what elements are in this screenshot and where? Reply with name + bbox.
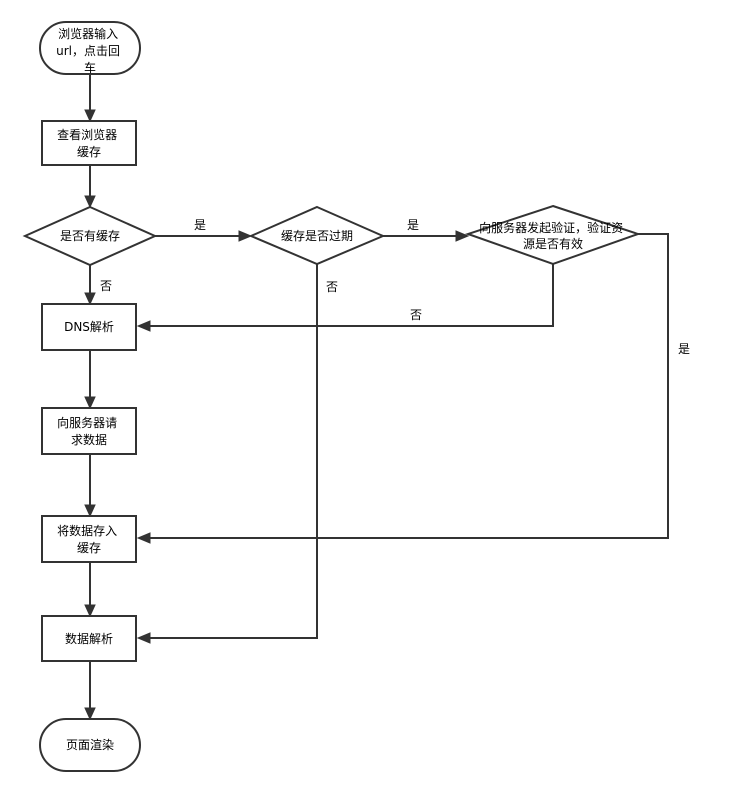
- node-dns-label: DNS解析: [64, 320, 114, 334]
- arrow-icon: [455, 230, 470, 242]
- node-start-line-1: 浏览器输入: [58, 26, 118, 41]
- node-has-cache-label: 是否有缓存: [60, 229, 120, 243]
- node-cache-expired-line-1: 缓存是否过期: [281, 229, 353, 243]
- node-render-line-1: 页面渲染: [66, 737, 114, 752]
- process-shape: [41, 615, 137, 662]
- label-has-cache-yes: 是: [194, 218, 206, 232]
- node-parse-line-1: 数据解析: [65, 631, 113, 646]
- node-check-cache-line-1: 查看浏览器: [57, 127, 117, 142]
- arrow-icon: [84, 504, 96, 518]
- node-parse-label: 数据解析: [65, 631, 113, 646]
- node-render-label: 页面渲染: [66, 737, 114, 752]
- label-has-cache-no: 否: [100, 279, 112, 293]
- node-validate-label: 向服务器发起验证，验证资 源是否有效: [479, 220, 627, 251]
- arrow-icon: [84, 109, 96, 123]
- node-dns-line-1: DNS解析: [64, 320, 114, 334]
- node-check-cache: 查看浏览器 缓存: [41, 120, 137, 166]
- arrow-icon: [84, 292, 96, 306]
- node-validate: 向服务器发起验证，验证资 源是否有效: [464, 204, 642, 266]
- node-start: 浏览器输入 url，点击回 车: [39, 21, 141, 75]
- node-render: 页面渲染: [39, 718, 141, 772]
- node-request: 向服务器请 求数据: [41, 407, 137, 455]
- arrow-icon: [136, 320, 151, 332]
- decision-shape: [22, 205, 158, 267]
- arrow-icon: [84, 195, 96, 209]
- edge-labels: 是 否 是 否 否 是: [100, 218, 690, 356]
- node-store-line-1: 将数据存入: [57, 523, 117, 538]
- arrow-icon: [84, 707, 96, 721]
- node-start-line-3: 车: [84, 60, 96, 75]
- node-validate-line-2: 源是否有效: [523, 236, 583, 251]
- arrow-icon: [84, 604, 96, 618]
- node-request-label: 向服务器请 求数据: [57, 415, 121, 447]
- label-expired-no: 否: [326, 280, 338, 294]
- node-request-line-2: 求数据: [71, 432, 107, 447]
- process-shape: [41, 303, 137, 351]
- arrow-icon: [238, 230, 253, 242]
- label-expired-yes: 是: [407, 218, 419, 232]
- decision-shape: [248, 205, 386, 266]
- node-store: 将数据存入 缓存: [41, 515, 137, 563]
- edge-expired-no: [148, 264, 318, 639]
- terminal-shape: [39, 718, 141, 772]
- decision-shape: [464, 204, 642, 266]
- edge-validate-no: [148, 264, 554, 327]
- node-start-line-2: url，点击回: [56, 44, 120, 58]
- edges: [84, 74, 669, 721]
- arrow-icon: [136, 632, 151, 644]
- node-has-cache-line-1: 是否有缓存: [60, 229, 120, 243]
- process-shape: [41, 120, 137, 166]
- edge-validate-yes: [148, 233, 669, 539]
- arrow-icon: [136, 532, 151, 544]
- node-store-line-2: 缓存: [77, 541, 101, 555]
- node-parse: 数据解析: [41, 615, 137, 662]
- node-check-cache-line-2: 缓存: [77, 145, 101, 159]
- node-dns: DNS解析: [41, 303, 137, 351]
- node-check-cache-label: 查看浏览器 缓存: [57, 127, 121, 159]
- node-cache-expired: 缓存是否过期: [248, 205, 386, 266]
- node-store-label: 将数据存入 缓存: [57, 523, 121, 555]
- node-request-line-1: 向服务器请: [57, 415, 117, 430]
- process-shape: [41, 515, 137, 563]
- node-start-label: 浏览器输入 url，点击回 车: [56, 26, 124, 75]
- node-cache-expired-label: 缓存是否过期: [281, 229, 353, 243]
- process-shape: [41, 407, 137, 455]
- label-validate-no: 否: [410, 308, 422, 322]
- node-validate-line-1: 向服务器发起验证，验证资: [479, 220, 623, 235]
- terminal-shape: [39, 21, 141, 75]
- arrow-icon: [84, 396, 96, 410]
- node-has-cache: 是否有缓存: [22, 205, 158, 267]
- label-validate-yes: 是: [678, 342, 690, 356]
